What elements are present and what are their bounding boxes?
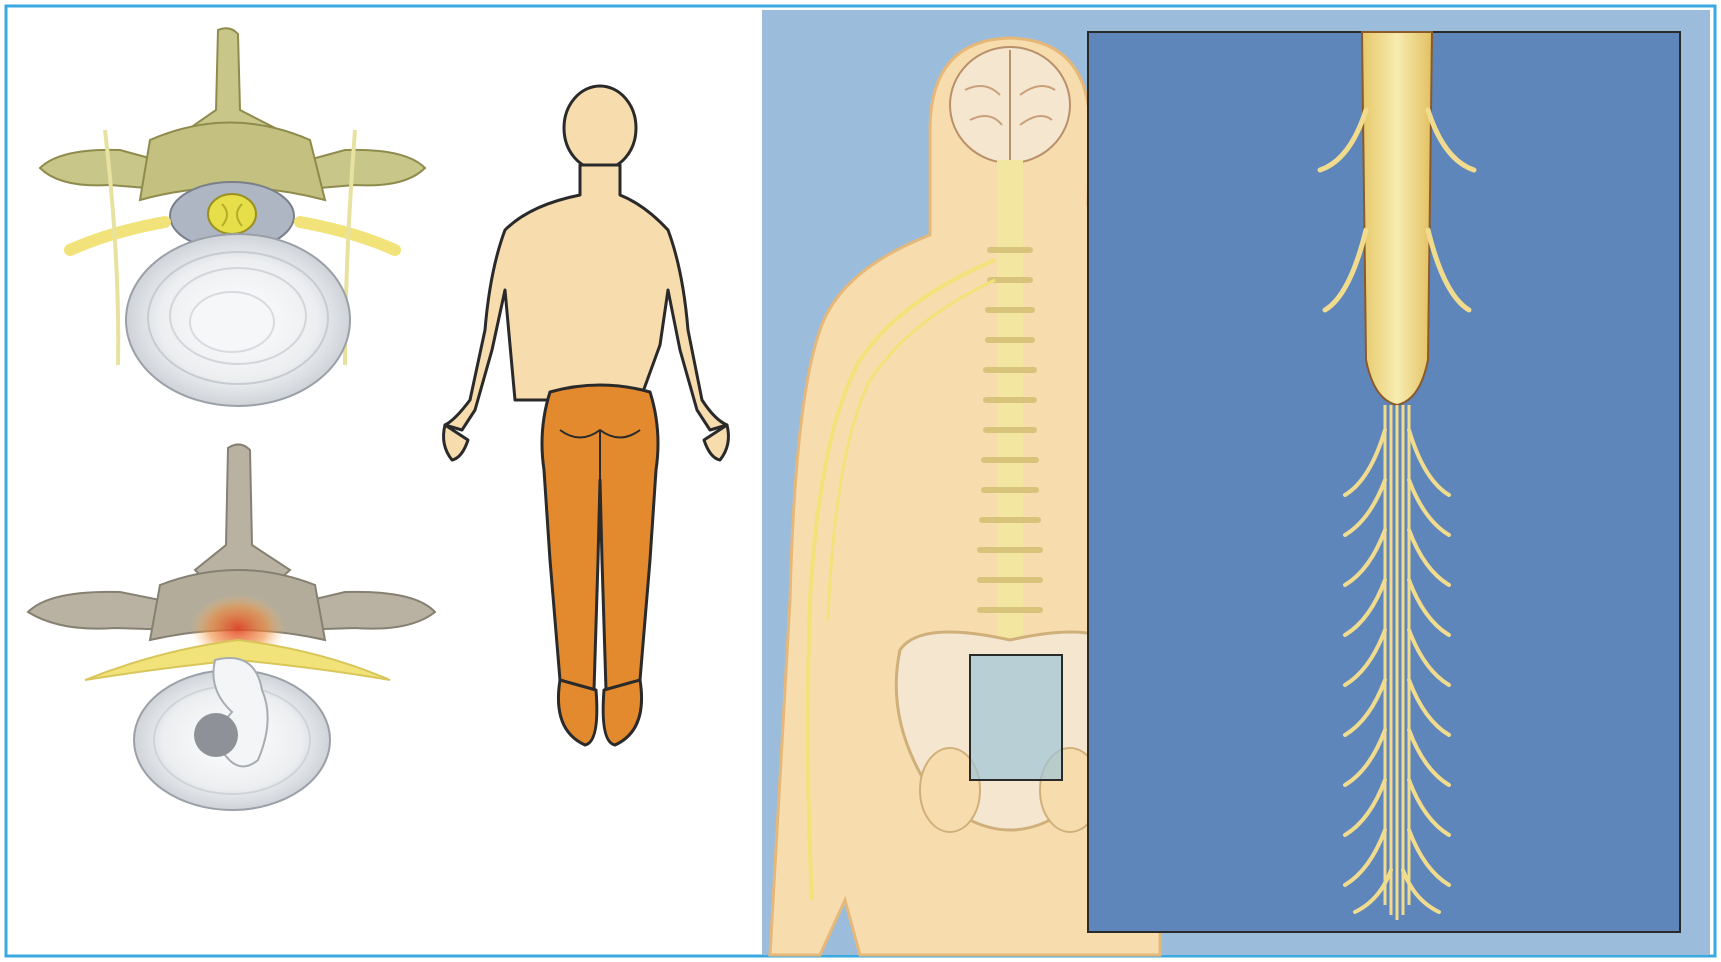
cauda-equina-inset [1088, 32, 1680, 932]
lumbar-highlight-box [970, 655, 1062, 780]
